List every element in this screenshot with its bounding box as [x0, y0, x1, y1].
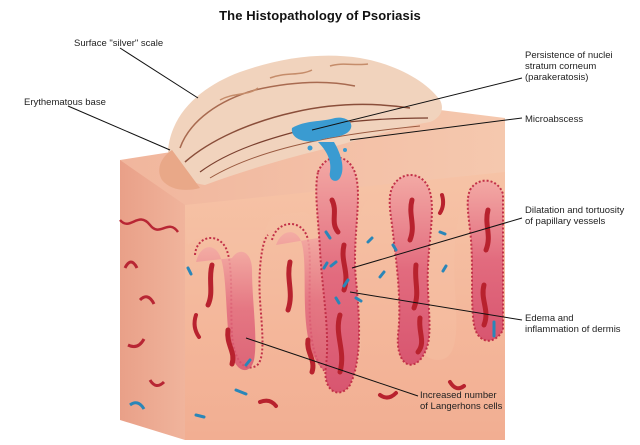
- leader-edema: [349, 291, 523, 321]
- diagram-title: The Histopathology of Psoriasis: [219, 8, 421, 23]
- leader-microabscess: [349, 117, 523, 141]
- label-edema-line2: inflammation of dermis: [525, 324, 621, 335]
- label-edema-line1: Edema and: [525, 313, 574, 324]
- label-vessels-line2: of papillary vessels: [525, 216, 606, 227]
- block-left-face: [119, 160, 185, 440]
- label-microabscess: Microabscess: [525, 114, 584, 125]
- label-edema: Edema and inflammation of dermis: [525, 313, 621, 335]
- label-langerhans: Increased number of Langerhons cells: [420, 390, 502, 412]
- label-langerhans-line1: Increased number: [420, 390, 497, 401]
- langerhans-cells: [186, 230, 496, 419]
- leader-silver-scale: [119, 47, 199, 99]
- leader-lines: [67, 47, 523, 397]
- leader-vessels: [351, 217, 523, 269]
- leader-parakeratosis: [311, 77, 523, 131]
- label-silver-scale: Surface "silver" scale: [74, 38, 164, 49]
- leader-erythematous-base: [67, 105, 171, 151]
- label-parakeratosis-line3: (parakeratosis): [525, 72, 589, 83]
- label-langerhans-line2: of Langerhons cells: [420, 401, 503, 412]
- label-parakeratosis-line2: stratum corneum: [525, 61, 597, 72]
- block-top-surface: [120, 110, 505, 222]
- label-parakeratosis: Persistence of nuclei stratum corneum (p…: [525, 50, 613, 83]
- label-vessels-line1: Dilatation and tortuosity: [525, 205, 625, 216]
- label-parakeratosis-line1: Persistence of nuclei: [525, 50, 613, 61]
- label-erythematous-base: Erythematous base: [24, 97, 106, 108]
- leader-langerhans: [245, 337, 419, 397]
- label-vessels: Dilatation and tortuosity of papillary v…: [525, 205, 624, 227]
